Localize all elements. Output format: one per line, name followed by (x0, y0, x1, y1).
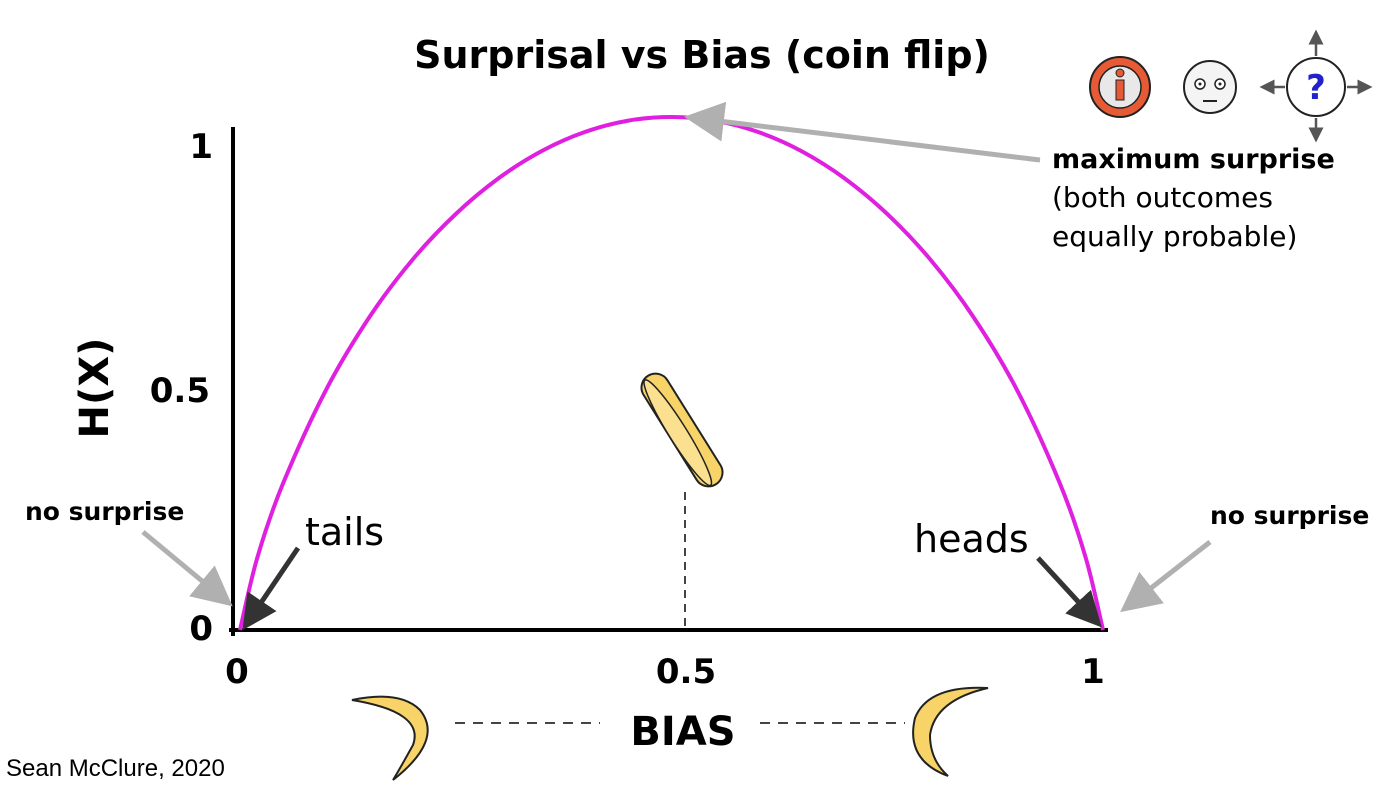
max-surprise-label: maximum surprise (1052, 144, 1335, 175)
entropy-curve (238, 114, 1105, 631)
y-axis-label: H(X) (72, 338, 118, 439)
crescent-moon-left-icon (351, 695, 429, 781)
x-tick-label: 0 (225, 652, 249, 692)
x-tick-label: 1 (1081, 652, 1105, 692)
neutral-face-icon[interactable] (1183, 60, 1237, 114)
y-tick-label: 1 (189, 127, 213, 167)
tails-label: tails (305, 510, 384, 554)
y-tick-labels: 00.51 (150, 127, 213, 649)
coin-icon (640, 372, 724, 488)
max-surprise-note-1: (both outcomes (1052, 181, 1273, 214)
no-surprise-right-arrow (1120, 540, 1212, 613)
heads-label: heads (914, 517, 1029, 561)
no-surprise-left-arrow (141, 530, 233, 607)
x-axis-label: BIAS (630, 709, 735, 755)
y-tick-label: 0 (189, 609, 213, 649)
question-compass-icon[interactable]: ? (1259, 29, 1373, 143)
series-layer (238, 114, 1105, 631)
x-tick-label: 0.5 (656, 652, 716, 692)
y-tick-label: 0.5 (150, 371, 210, 411)
heads-arrow (1036, 556, 1102, 628)
info-icon[interactable] (1089, 56, 1151, 118)
max-surprise-arrow (684, 101, 1041, 163)
credit-text: Sean McClure, 2020 (6, 755, 225, 782)
no-surprise-right-label: no surprise (1210, 501, 1369, 530)
svg-text:?: ? (1306, 68, 1326, 108)
chart-title: Surprisal vs Bias (coin flip) (414, 33, 990, 77)
max-surprise-note-2: equally probable) (1052, 220, 1297, 253)
tails-arrow (242, 546, 301, 631)
no-surprise-left-label: no surprise (25, 497, 184, 526)
crescent-moon-right-icon (912, 686, 989, 777)
